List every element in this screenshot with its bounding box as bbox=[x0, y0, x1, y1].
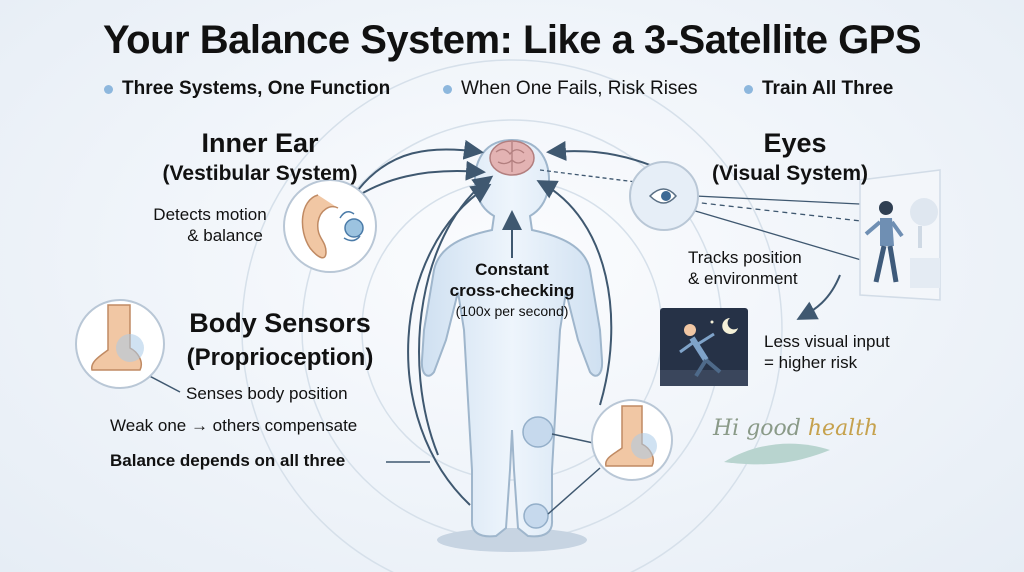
brand-text-2: health bbox=[807, 416, 879, 441]
floor-shadow bbox=[437, 528, 587, 552]
brand-logo: Hi good health bbox=[713, 416, 878, 441]
bullet-label: Train All Three bbox=[762, 78, 894, 99]
bullet-label: Three Systems, One Function bbox=[122, 78, 391, 99]
foot-icon-left bbox=[75, 299, 165, 389]
balance-depends-note: Balance depends on all three bbox=[110, 451, 346, 470]
body-sensors-desc: Senses body position bbox=[186, 384, 348, 403]
cross-check-rate: (100x per second) bbox=[455, 303, 569, 319]
cross-check-line-2: cross-checking bbox=[449, 281, 575, 300]
inner-ear-subheading: (Vestibular System) bbox=[162, 162, 358, 185]
bullet-item-1: Three Systems, One Function bbox=[104, 78, 390, 100]
foot-icon-right bbox=[591, 399, 673, 481]
room-scene bbox=[859, 169, 941, 301]
ear-icon bbox=[283, 179, 377, 273]
bullet-item-3: Train All Three bbox=[744, 78, 893, 100]
bullet-dot bbox=[104, 84, 113, 94]
eye-icon bbox=[629, 161, 699, 231]
body-sensors-subheading: (Proprioception) bbox=[186, 344, 374, 371]
eyes-heading: Eyes bbox=[763, 128, 827, 158]
bullet-item-2: When One Fails, Risk Rises bbox=[443, 78, 698, 100]
night-fall-scene bbox=[660, 308, 748, 386]
visual-risk-line-1: Less visual input bbox=[764, 332, 890, 351]
bullet-dot bbox=[744, 84, 753, 94]
eyes-subheading: (Visual System) bbox=[711, 162, 868, 185]
eyes-desc-1: Tracks position bbox=[688, 248, 802, 267]
walking-person-icon bbox=[864, 201, 904, 283]
inner-ear-desc-1: Detects motion bbox=[153, 205, 267, 224]
inner-ear-heading: Inner Ear bbox=[201, 128, 319, 158]
bullet-dot bbox=[443, 84, 452, 94]
cross-check-line-1: Constant bbox=[475, 260, 549, 279]
page-title: Your Balance System: Like a 3-Satellite … bbox=[102, 18, 922, 62]
visual-risk-line-2: = higher risk bbox=[764, 353, 858, 372]
bullet-label: When One Fails, Risk Rises bbox=[461, 78, 698, 99]
human-body-figure bbox=[420, 138, 604, 538]
brand-text-1: Hi good bbox=[713, 416, 808, 441]
brand-leaf-icon bbox=[724, 443, 830, 465]
joint-markers bbox=[522, 416, 554, 529]
inner-ear-desc-2: & balance bbox=[187, 226, 263, 245]
eyes-desc-2: & environment bbox=[688, 269, 798, 288]
compensation-note: Weak one → others compensate bbox=[110, 416, 358, 435]
body-sensors-heading: Body Sensors bbox=[189, 308, 371, 338]
falling-person-icon bbox=[679, 324, 722, 378]
brain-icon bbox=[489, 140, 535, 176]
